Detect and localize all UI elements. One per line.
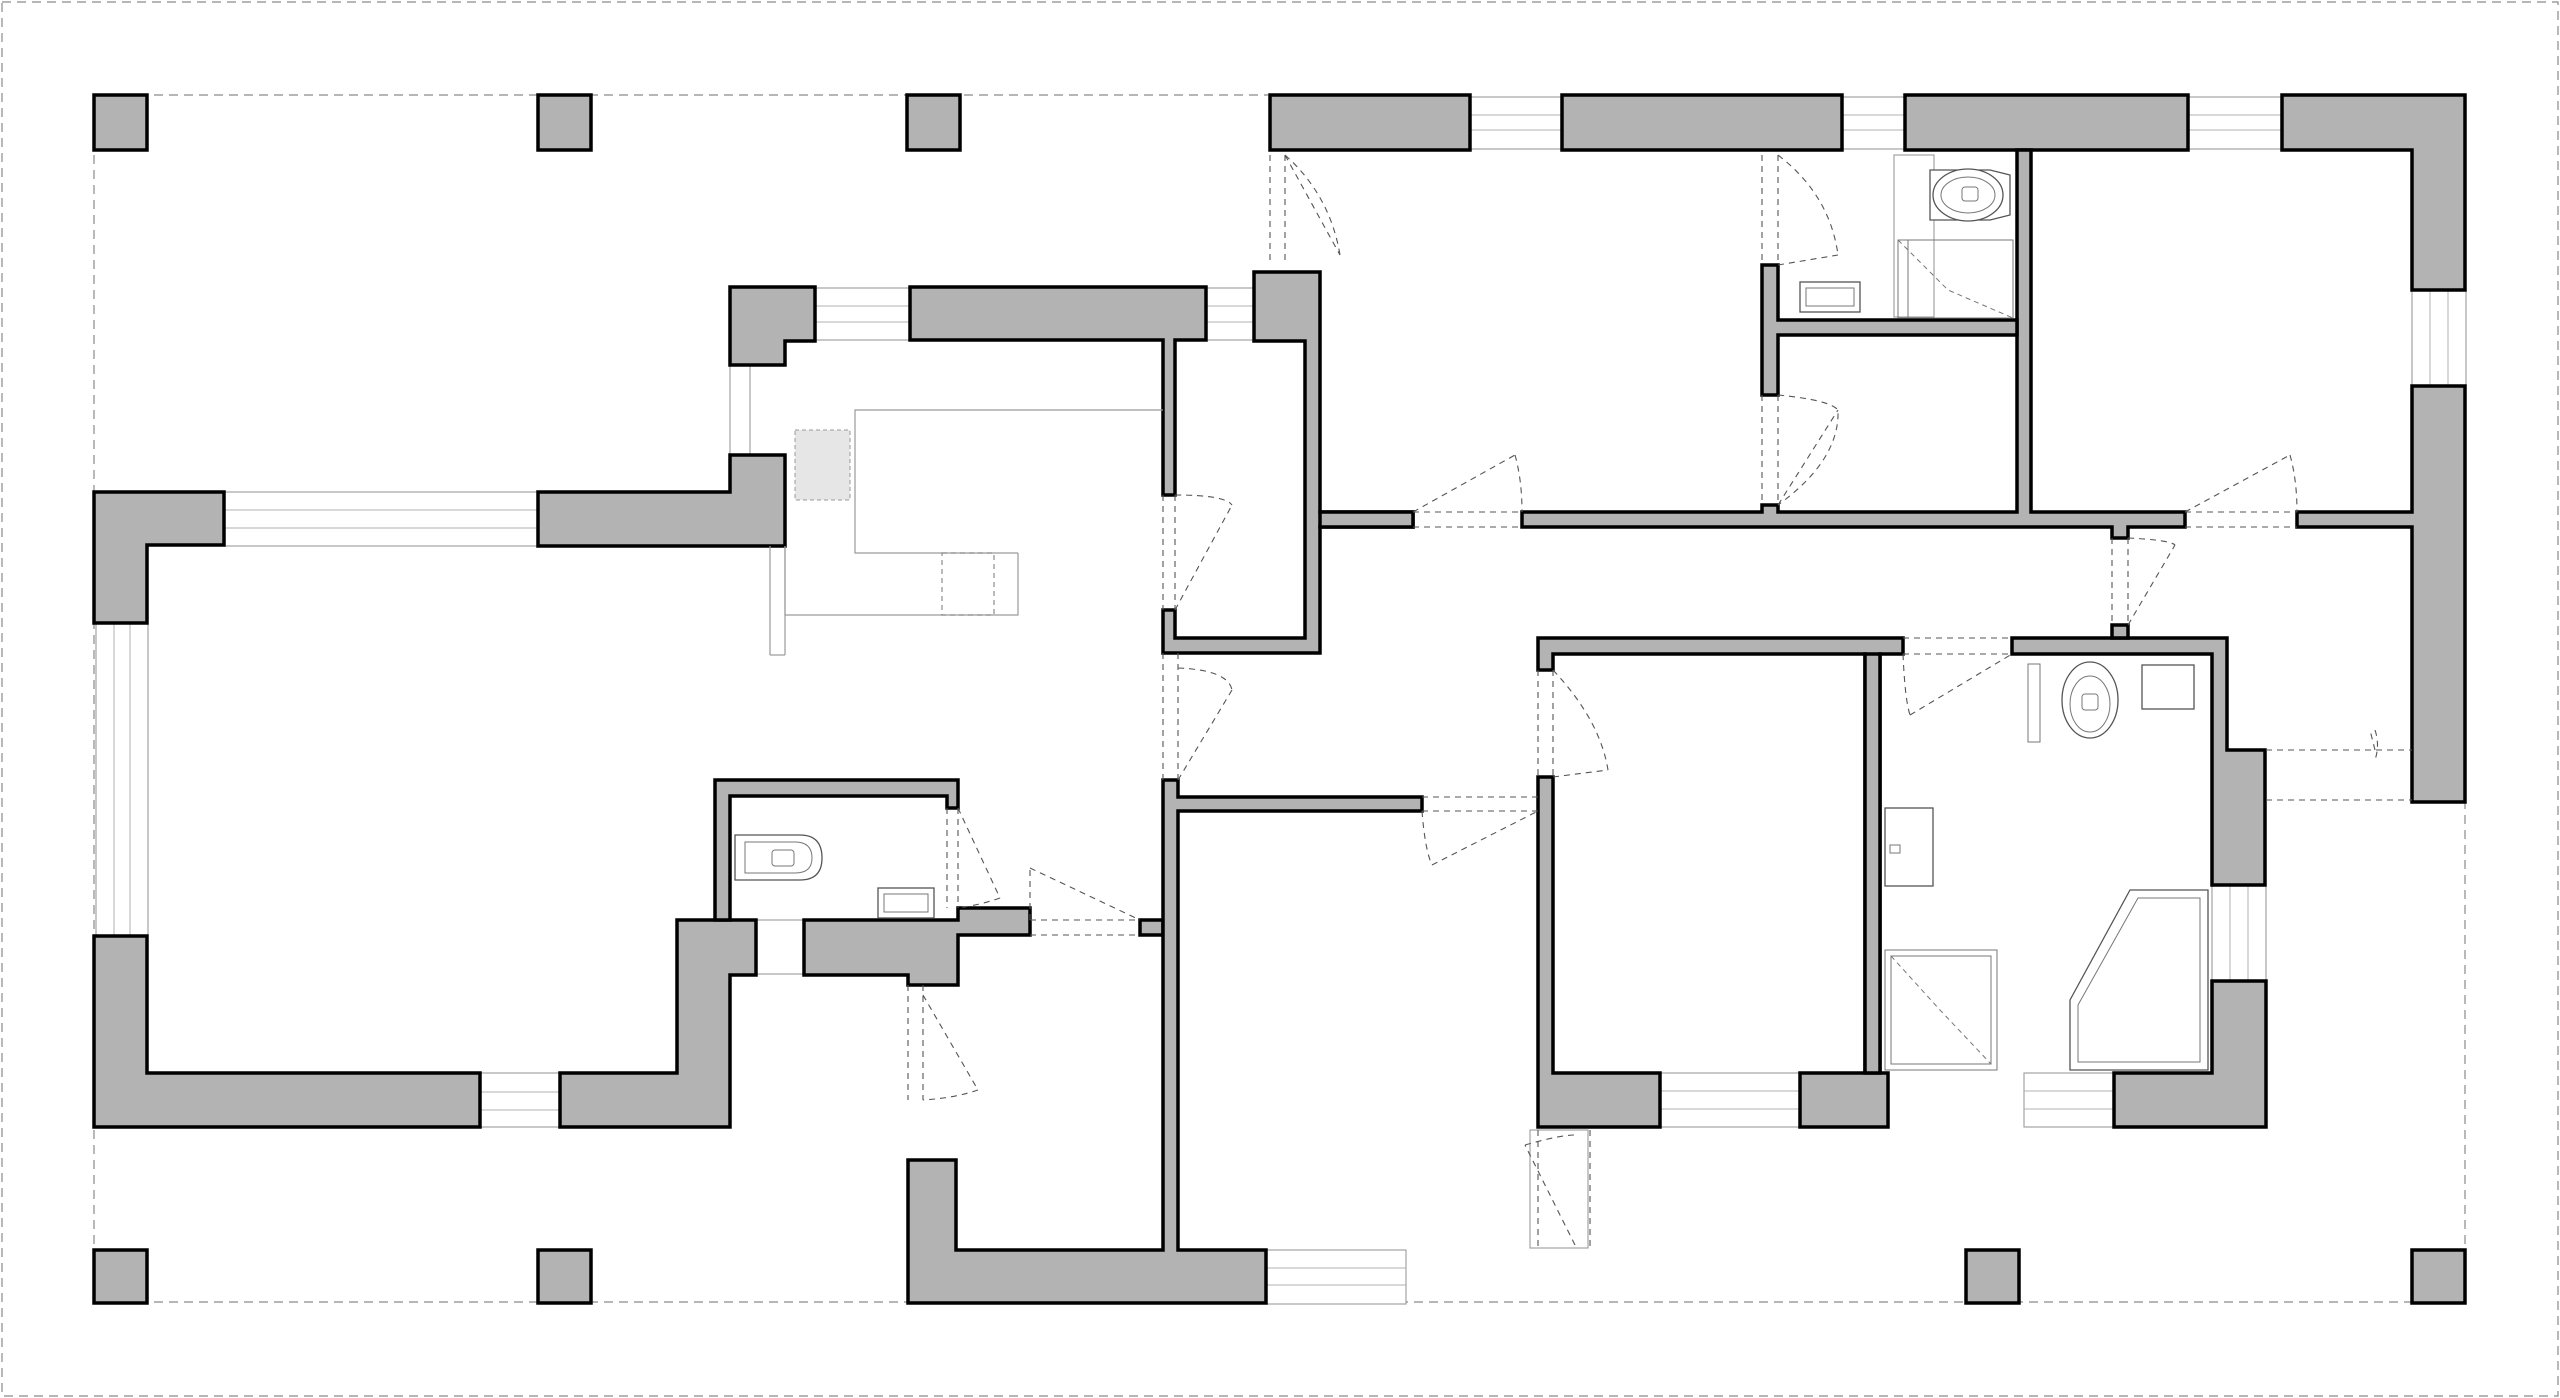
toilet-icon	[2061, 661, 2119, 739]
window-right-1	[2411, 289, 2467, 387]
window-kitchen-2	[1205, 287, 1255, 341]
door-bedroom-2	[1537, 669, 1609, 778]
wall-bedroom-2	[1536, 636, 1905, 1075]
column	[536, 1248, 593, 1305]
door-bath-hall	[2111, 537, 2176, 626]
door-bedroom-1	[1421, 796, 1539, 866]
towel-rail-icon	[2027, 663, 2041, 743]
window-wc-right	[1893, 154, 1935, 318]
wall-wc-upper	[1760, 263, 2019, 397]
door-wc-living	[946, 807, 1001, 909]
window-porch	[1529, 1129, 1589, 1249]
door-entry-top	[1269, 154, 1341, 265]
door-closet	[1761, 394, 1839, 506]
window-top-1	[1469, 96, 1563, 150]
column	[92, 93, 149, 152]
door-wc-top	[1761, 154, 1839, 266]
wall-top	[1903, 93, 2190, 152]
column	[536, 93, 593, 152]
wall-hall-top	[1318, 510, 1415, 529]
wall-upper-partition	[1520, 148, 2187, 540]
washbasin-icon	[1799, 281, 1861, 313]
doors	[907, 154, 2412, 1250]
door-hall-lower	[1162, 653, 1233, 781]
wall-right	[2295, 384, 2467, 804]
kitchen-counter	[769, 409, 1163, 656]
wall-top	[1560, 93, 1844, 152]
wall-top-right-corner	[2280, 93, 2467, 292]
wall-bedroom-bottom-right	[1798, 1071, 1890, 1129]
wall-living-bottomleft	[92, 934, 482, 1129]
window-top-2	[1841, 96, 1906, 150]
washbasin-icon	[1884, 807, 1934, 887]
sink-icon	[941, 552, 995, 616]
wall-kitchen-corner	[728, 285, 817, 367]
window-wc-bottom	[755, 919, 805, 975]
washbasin-icon	[877, 887, 935, 919]
window-living-left	[95, 622, 149, 937]
wall-wc	[713, 778, 960, 922]
door-bath-right	[2266, 729, 2412, 801]
wall-living-top	[536, 453, 787, 548]
column	[92, 1248, 149, 1305]
door-bedroom-bottom	[1524, 1130, 1591, 1250]
wall-bath-stub	[2110, 623, 2130, 640]
window-living-bottom	[479, 1072, 561, 1128]
window-bath-bottom	[2023, 1072, 2115, 1128]
wall-top	[1268, 93, 1472, 152]
bath-left-wall	[1863, 652, 1882, 1075]
wall-living-topleft	[92, 490, 226, 625]
wall-wc-bottom	[802, 906, 1032, 987]
wall-bath-bottom	[2112, 979, 2268, 1129]
window-living-top	[223, 491, 539, 547]
wall-bath	[2010, 636, 2267, 887]
bathtub-icon	[2069, 889, 2209, 1071]
window-bottom-mid	[1265, 1249, 1407, 1305]
shower-icon	[1884, 949, 1998, 1071]
door-kitchen-hall	[1162, 494, 1233, 611]
door-porch	[907, 985, 979, 1101]
door-living-hall	[1029, 867, 1141, 936]
wall-hall-stub	[1138, 918, 1165, 937]
shower-icon	[1897, 239, 2014, 319]
window-bath-right	[2211, 884, 2267, 982]
toilet-icon	[734, 834, 823, 881]
fridge-icon	[794, 429, 851, 501]
wall-bedroom-left	[906, 778, 1424, 1305]
window-bedroom-bottom	[1659, 1072, 1801, 1128]
wall-kitchen-top	[908, 285, 1208, 497]
cabinet-icon	[2141, 664, 2195, 710]
door-hall-top	[1412, 454, 1523, 528]
wall-bedroom-2-bottom	[1536, 775, 1662, 1129]
bath-fixtures	[1884, 661, 2209, 1071]
door-bedroom-right	[2184, 454, 2298, 528]
column	[905, 93, 962, 152]
column	[2410, 1248, 2467, 1305]
door-bath	[1902, 637, 2013, 716]
wall-living-bottom	[558, 918, 758, 1129]
wc-top-fixtures	[1799, 168, 2014, 319]
window-top-3	[2187, 96, 2283, 150]
column	[1964, 1248, 2021, 1305]
wc-fixtures	[734, 834, 935, 919]
